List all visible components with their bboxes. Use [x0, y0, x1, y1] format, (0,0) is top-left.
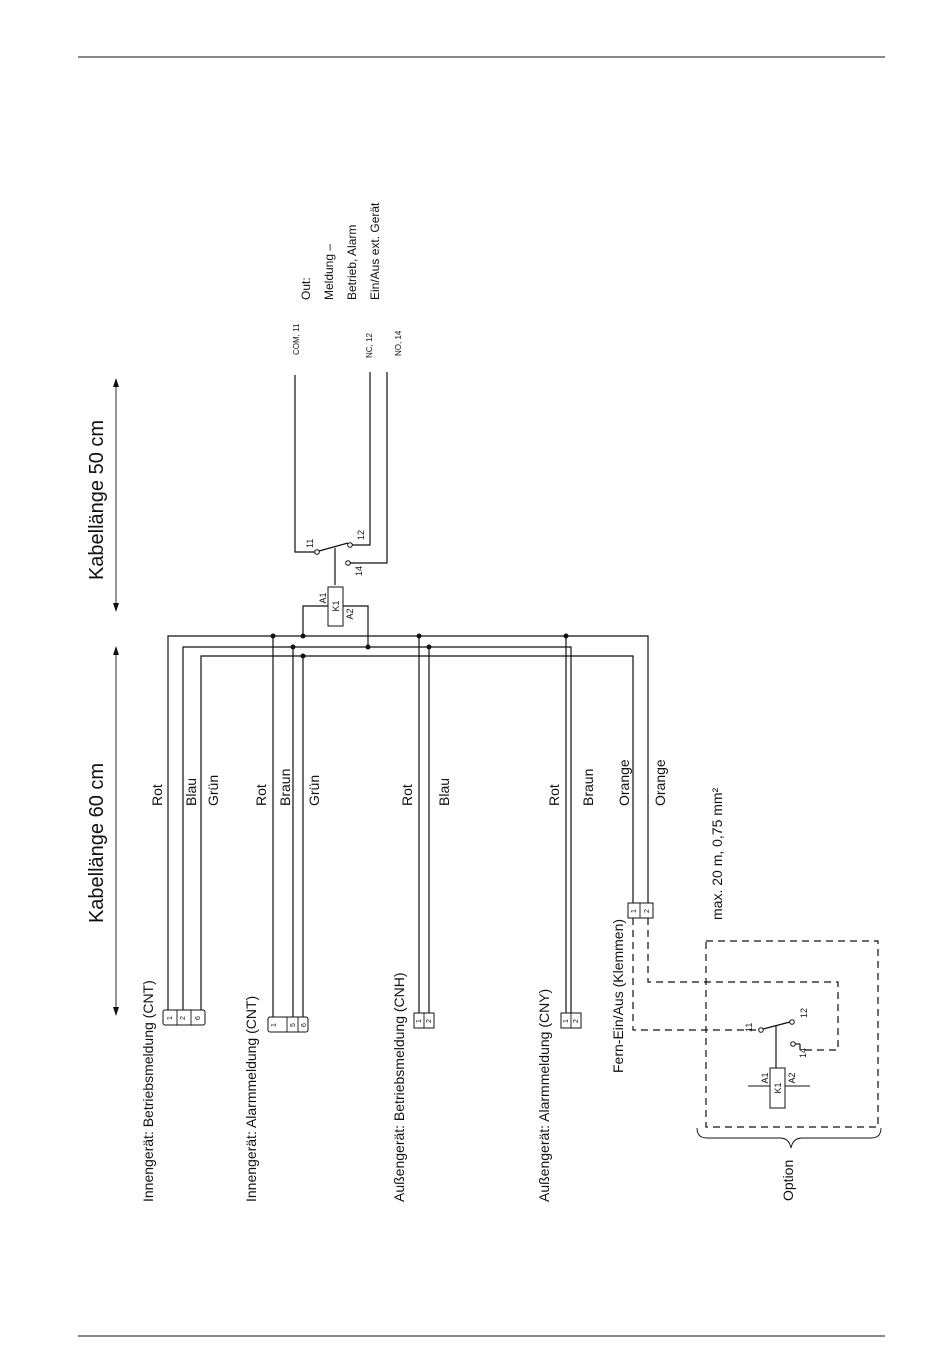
wire-label: Orange: [616, 759, 632, 806]
wire-label: Grün: [306, 775, 322, 806]
cable-length-upper-label: Kabellänge 50 cm: [86, 420, 108, 580]
relay-upper-11: 11: [305, 539, 315, 548]
connector-3: [413, 1012, 435, 1029]
wire-label: Rot: [546, 784, 562, 806]
junction-dots: [270, 633, 569, 659]
pin-label: 1: [271, 1023, 278, 1027]
connector-label: Außengerät: Alarmmeldung (CNY): [536, 989, 552, 1202]
option-brace: [696, 1127, 882, 1149]
output-title: Out:: [299, 277, 313, 300]
wire-label: Grün: [205, 775, 221, 806]
relay-upper-12: 12: [356, 530, 366, 540]
pin-label: 1: [167, 1016, 174, 1020]
relay-lower-11: 11: [744, 1023, 754, 1032]
connector-label: Innengerät: Betriebsmeldung (CNT): [140, 980, 156, 1202]
option-box: [632, 918, 879, 1128]
dimension-arrow-lower: [113, 646, 119, 1016]
relay-contact-lower: [758, 1019, 801, 1068]
pin-label: 2: [426, 1019, 433, 1023]
relay-contact-upper: [314, 542, 353, 585]
relay-lower-k1: K1: [773, 1082, 783, 1093]
cable-length-lower-label: Kabellänge 60 cm: [86, 763, 108, 923]
cable-spec: max. 20 m, 0,75 mm²: [709, 787, 725, 920]
pin-label: 5: [290, 1023, 297, 1027]
pin-label: 2: [573, 1019, 580, 1023]
relay-lower-a2: A2: [787, 1072, 797, 1083]
output-wires: [294, 372, 388, 564]
pin-label: 2: [180, 1016, 187, 1020]
wire-label: Orange: [652, 759, 668, 806]
output-no-label: NO, 14: [394, 330, 403, 356]
wire-label: Rot: [149, 784, 165, 806]
pin-label: 6: [195, 1016, 202, 1020]
pin-label: 2: [644, 909, 651, 913]
relay-coil-upper: [302, 586, 369, 647]
pin-label: 1: [416, 1019, 423, 1023]
relay-lower-12: 12: [799, 1008, 809, 1018]
wire-label: Rot: [399, 784, 415, 806]
relay-upper-a2: A2: [345, 608, 355, 619]
connector-label: Außengerät: Betriebsmeldung (CNH): [391, 972, 407, 1202]
relay-upper-k1: K1: [331, 600, 341, 611]
option-label: Option: [780, 1160, 796, 1201]
pin-label: 1: [563, 1019, 570, 1023]
remote-label: Fern-Ein/Aus (Klemmen): [610, 919, 626, 1073]
connector-label: Innengerät: Alarmmeldung (CNT): [243, 996, 259, 1202]
output-line3: Ein/Aus ext. Gerät: [368, 202, 382, 300]
dimension-arrow-upper: [113, 378, 119, 612]
connector-1: [162, 1009, 206, 1026]
terminal-remote: [627, 902, 654, 919]
output-com-label: COM, 11: [292, 323, 301, 355]
connector-4: [560, 1012, 582, 1029]
relay-lower-14: 14: [798, 1048, 808, 1058]
pin-label: 6: [301, 1023, 308, 1027]
wire-label: Braun: [277, 769, 293, 806]
relay-lower-a1: A1: [760, 1072, 770, 1083]
relay-coil-lower: [748, 1067, 810, 1109]
output-nc-label: NC, 12: [365, 333, 374, 358]
bus-wires: [167, 635, 649, 1017]
output-line1: Meldung –: [322, 244, 336, 300]
wire-label: Blau: [436, 778, 452, 806]
output-line2: Betrieb, Alarm: [345, 225, 359, 300]
connector-2: [267, 1016, 309, 1033]
wire-label: Rot: [253, 784, 269, 806]
relay-upper-a1: A1: [318, 592, 328, 603]
wire-label: Blau: [183, 778, 199, 806]
pin-label: 1: [631, 909, 638, 913]
wire-label: Braun: [580, 769, 596, 806]
relay-upper-14: 14: [354, 566, 364, 576]
